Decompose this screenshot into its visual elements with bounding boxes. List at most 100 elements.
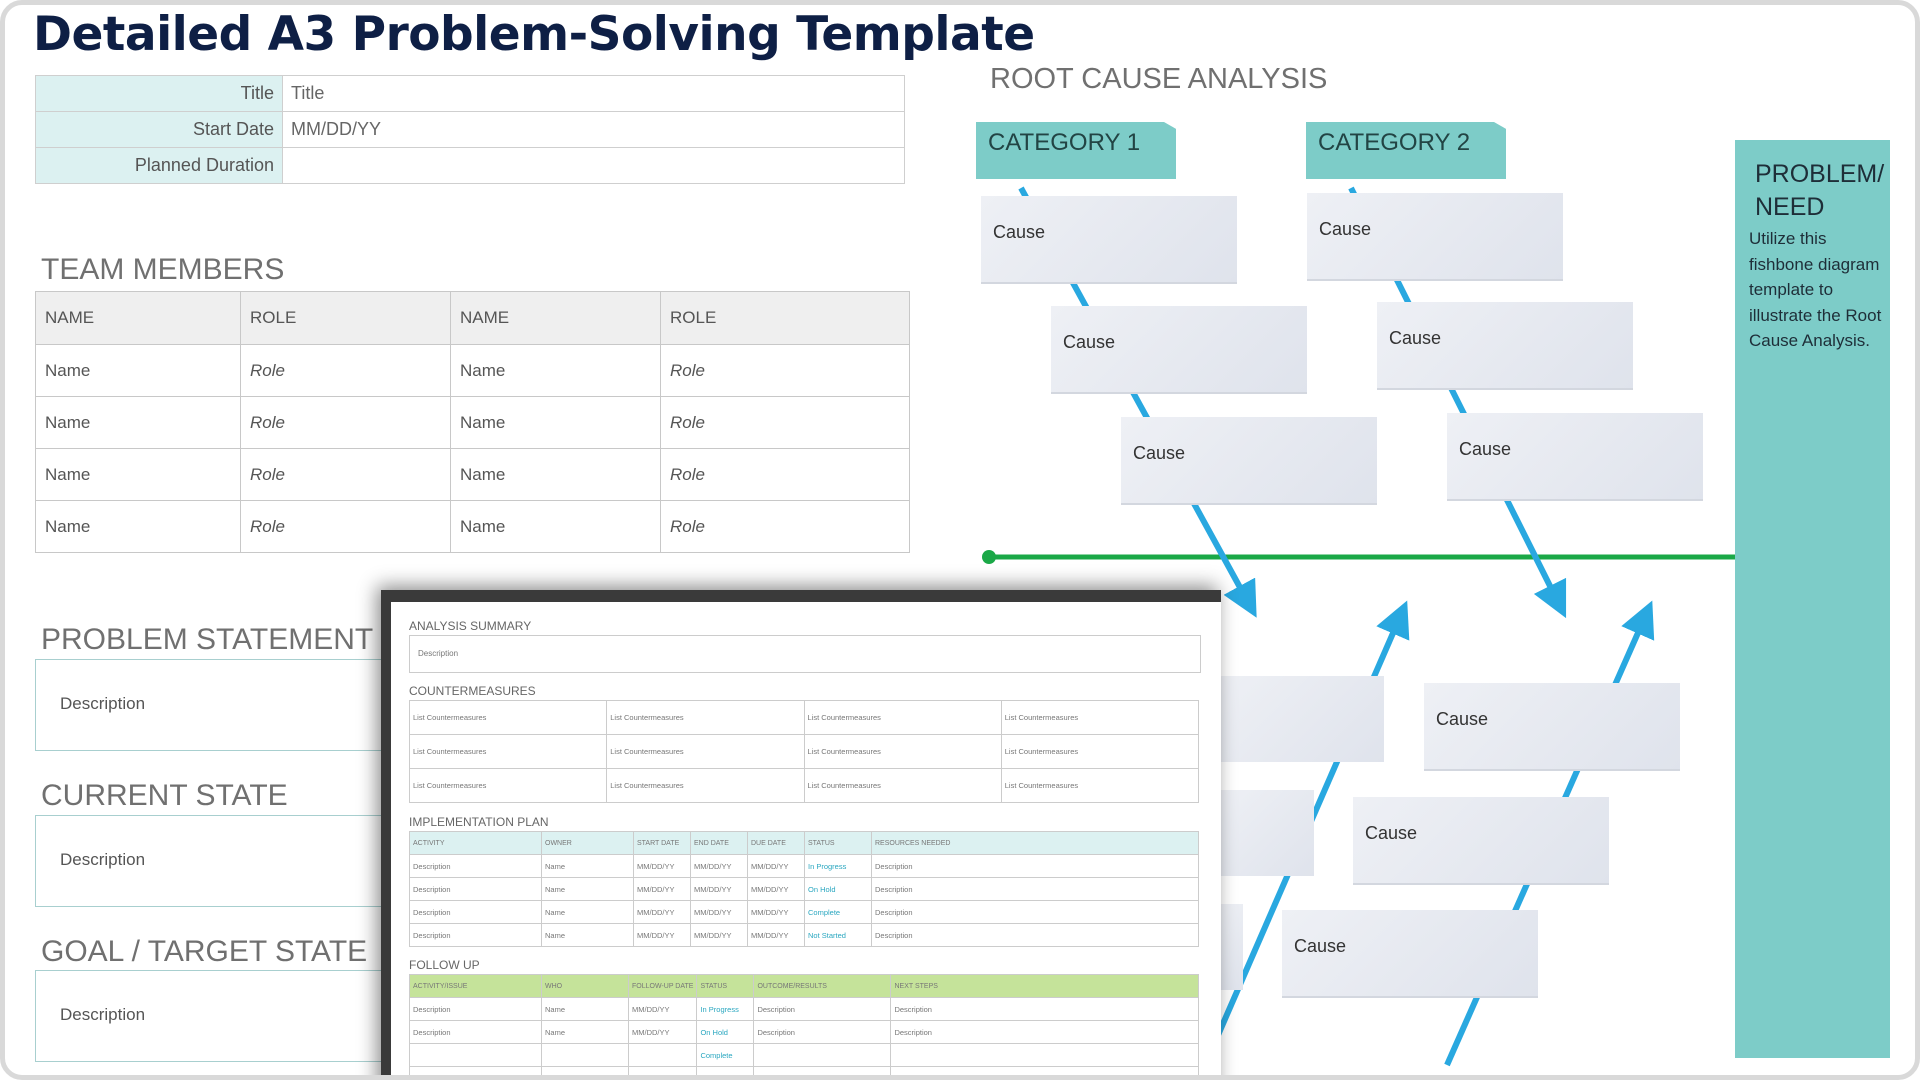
table-cell[interactable]: List Countermeasures bbox=[408, 700, 608, 735]
table-cell[interactable] bbox=[753, 1043, 892, 1067]
table-cell[interactable]: Description bbox=[409, 997, 542, 1021]
table-cell[interactable]: List Countermeasures bbox=[408, 768, 608, 803]
cause-box[interactable]: Cause bbox=[1377, 302, 1633, 390]
analysis-summary-box[interactable]: Description bbox=[409, 635, 1201, 673]
table-cell[interactable]: Role bbox=[240, 396, 451, 449]
table-row: Description Name MM/DD/YY On Hold Descri… bbox=[409, 1020, 1199, 1044]
table-row: List Countermeasures List Countermeasure… bbox=[408, 768, 1200, 803]
info-value[interactable]: MM/DD/YY bbox=[282, 111, 905, 148]
column-header: START DATE bbox=[633, 831, 691, 855]
cause-box[interactable]: Cause bbox=[1051, 306, 1307, 394]
table-cell[interactable]: Description bbox=[409, 1020, 542, 1044]
status-cell[interactable]: On Hold bbox=[696, 1020, 755, 1044]
table-cell[interactable]: List Countermeasures bbox=[1000, 700, 1200, 735]
table-cell[interactable]: Description bbox=[871, 854, 1199, 878]
table-cell[interactable]: List Countermeasures bbox=[1000, 768, 1200, 803]
problem-statement-box[interactable]: Description bbox=[35, 659, 396, 751]
table-cell[interactable]: Description bbox=[753, 1020, 892, 1044]
goal-state-box[interactable]: Description bbox=[35, 970, 396, 1062]
status-cell[interactable]: Complete bbox=[696, 1043, 755, 1067]
table-cell[interactable]: Description bbox=[890, 997, 1199, 1021]
table-cell[interactable]: Description bbox=[871, 900, 1199, 924]
cause-box[interactable]: Cause bbox=[981, 196, 1237, 284]
table-cell[interactable]: MM/DD/YY bbox=[627, 1020, 698, 1044]
table-cell[interactable] bbox=[627, 1066, 698, 1075]
table-cell[interactable]: Name bbox=[541, 997, 629, 1021]
status-cell[interactable]: Not Started bbox=[696, 1066, 755, 1075]
table-cell[interactable]: Role bbox=[240, 500, 451, 553]
table-cell[interactable]: Description bbox=[409, 854, 542, 878]
table-cell[interactable]: Name bbox=[450, 396, 661, 449]
table-cell[interactable]: MM/DD/YY bbox=[690, 854, 748, 878]
table-row: Description Name MM/DD/YY In Progress De… bbox=[409, 997, 1199, 1021]
table-cell[interactable]: Description bbox=[753, 997, 892, 1021]
table-cell[interactable]: Name bbox=[541, 854, 634, 878]
table-cell[interactable]: Name bbox=[35, 344, 241, 397]
table-cell[interactable]: Name bbox=[541, 923, 634, 947]
table-cell[interactable]: Description bbox=[409, 900, 542, 924]
table-cell[interactable]: MM/DD/YY bbox=[633, 877, 691, 901]
table-cell[interactable]: Description bbox=[890, 1020, 1199, 1044]
table-cell[interactable]: MM/DD/YY bbox=[633, 900, 691, 924]
cause-box[interactable]: Cause bbox=[1447, 413, 1703, 501]
table-cell[interactable]: MM/DD/YY bbox=[747, 900, 805, 924]
table-cell[interactable]: Name bbox=[35, 500, 241, 553]
table-cell[interactable] bbox=[890, 1066, 1199, 1075]
table-cell[interactable]: List Countermeasures bbox=[803, 700, 1002, 735]
table-cell[interactable]: Name bbox=[35, 396, 241, 449]
table-cell[interactable]: MM/DD/YY bbox=[633, 923, 691, 947]
table-cell[interactable] bbox=[409, 1066, 542, 1075]
column-header: STATUS bbox=[696, 974, 755, 998]
table-cell[interactable]: Description bbox=[409, 923, 542, 947]
table-cell[interactable]: Description bbox=[409, 877, 542, 901]
table-cell[interactable]: MM/DD/YY bbox=[690, 900, 748, 924]
table-cell[interactable]: Name bbox=[450, 500, 661, 553]
table-cell[interactable]: MM/DD/YY bbox=[747, 923, 805, 947]
table-cell[interactable]: MM/DD/YY bbox=[690, 877, 748, 901]
table-cell[interactable]: List Countermeasures bbox=[803, 768, 1002, 803]
table-cell[interactable] bbox=[541, 1043, 629, 1067]
table-cell[interactable] bbox=[890, 1043, 1199, 1067]
cause-box[interactable]: Cause bbox=[1121, 417, 1377, 505]
cause-box-blank[interactable] bbox=[1220, 676, 1384, 762]
table-cell[interactable]: List Countermeasures bbox=[1000, 734, 1200, 769]
cause-box[interactable]: Cause bbox=[1307, 193, 1563, 281]
table-cell[interactable] bbox=[541, 1066, 629, 1075]
table-cell[interactable]: List Countermeasures bbox=[408, 734, 608, 769]
status-cell[interactable]: Complete bbox=[804, 900, 872, 924]
table-cell[interactable]: Role bbox=[660, 448, 910, 501]
table-cell[interactable] bbox=[753, 1066, 892, 1075]
table-cell[interactable] bbox=[627, 1043, 698, 1067]
problem-statement-heading: PROBLEM STATEMENT bbox=[41, 623, 374, 656]
table-cell[interactable]: Description bbox=[871, 923, 1199, 947]
category-1-label: CATEGORY 1 bbox=[988, 129, 1141, 156]
status-cell[interactable]: On Hold bbox=[804, 877, 872, 901]
cause-box-blank[interactable] bbox=[1220, 790, 1314, 876]
table-cell[interactable]: MM/DD/YY bbox=[747, 854, 805, 878]
table-cell[interactable] bbox=[409, 1043, 542, 1067]
cause-box-blank[interactable] bbox=[1220, 904, 1243, 990]
table-cell[interactable]: Role bbox=[240, 448, 451, 501]
table-cell[interactable]: MM/DD/YY bbox=[633, 854, 691, 878]
table-cell[interactable]: Name bbox=[541, 877, 634, 901]
table-cell[interactable]: Name bbox=[541, 900, 634, 924]
cause-box[interactable]: Cause bbox=[1353, 797, 1609, 885]
table-cell[interactable]: List Countermeasures bbox=[606, 734, 805, 769]
info-value[interactable] bbox=[282, 147, 905, 184]
table-cell[interactable]: Role bbox=[660, 396, 910, 449]
table-cell[interactable]: MM/DD/YY bbox=[747, 877, 805, 901]
status-cell[interactable]: In Progress bbox=[804, 854, 872, 878]
cause-box[interactable]: Cause bbox=[1424, 683, 1680, 771]
table-cell[interactable]: Description bbox=[871, 877, 1199, 901]
table-cell[interactable]: List Countermeasures bbox=[803, 734, 1002, 769]
table-cell[interactable]: Role bbox=[660, 500, 910, 553]
table-cell[interactable]: MM/DD/YY bbox=[690, 923, 748, 947]
status-cell[interactable]: Not Started bbox=[804, 923, 872, 947]
table-cell[interactable]: List Countermeasures bbox=[606, 700, 805, 735]
table-cell[interactable]: Name bbox=[541, 1020, 629, 1044]
table-cell[interactable]: MM/DD/YY bbox=[627, 997, 698, 1021]
current-state-box[interactable]: Description bbox=[35, 815, 396, 907]
cause-box[interactable]: Cause bbox=[1282, 910, 1538, 998]
table-cell[interactable]: List Countermeasures bbox=[606, 768, 805, 803]
status-cell[interactable]: In Progress bbox=[696, 997, 755, 1021]
